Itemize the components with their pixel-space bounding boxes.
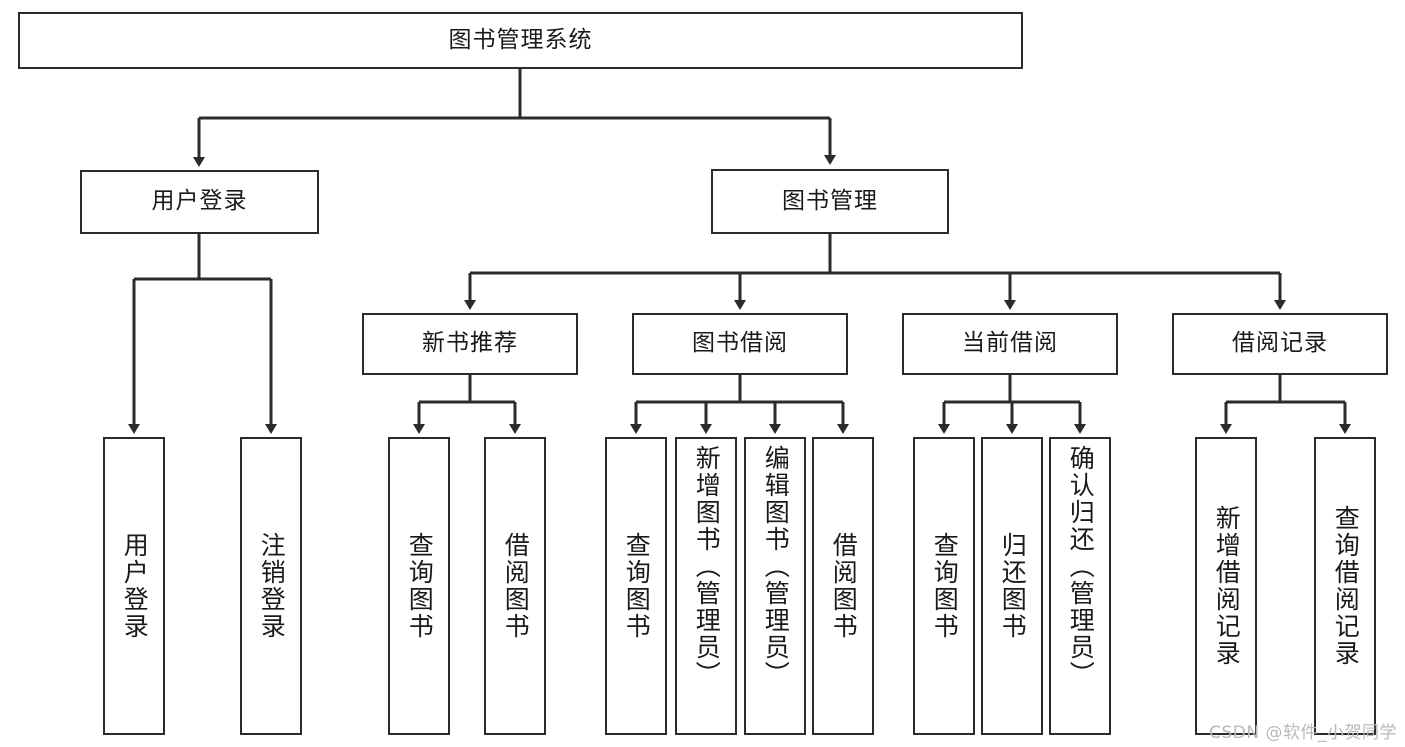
leaf-user-login[interactable]: 用户登录 [103,437,165,735]
node-label: 查询图书 [405,532,435,640]
node-label: 确认归还（管理员） [1066,445,1096,688]
node-book-borrow[interactable]: 图书借阅 [632,313,848,375]
node-label: 图书借阅 [692,330,788,357]
leaf-return-book[interactable]: 归还图书 [981,437,1043,735]
leaf-confirm-return[interactable]: 确认归还（管理员） [1049,437,1111,735]
node-label: 当前借阅 [962,330,1058,357]
node-label: 借阅记录 [1232,330,1328,357]
leaf-edit-book[interactable]: 编辑图书（管理员） [744,437,806,735]
node-book-management-system[interactable]: 图书管理系统 [18,12,1023,69]
node-book-manage[interactable]: 图书管理 [711,169,949,234]
node-user-login[interactable]: 用户登录 [80,170,319,234]
leaf-logout-login[interactable]: 注销登录 [240,437,302,735]
csdn-watermark: CSDN @软件_小贺同学 [1209,723,1397,743]
leaf-borrow-book[interactable]: 借阅图书 [812,437,874,735]
node-label: 借阅图书 [501,532,531,640]
node-label: 归还图书 [998,532,1028,640]
node-label: 编辑图书（管理员） [761,445,791,688]
node-label: 图书管理系统 [448,26,593,53]
leaf-query-book-borrow[interactable]: 查询图书 [605,437,667,735]
leaf-add-book[interactable]: 新增图书（管理员） [675,437,737,735]
node-label: 查询图书 [622,532,652,640]
node-borrow-record[interactable]: 借阅记录 [1172,313,1388,375]
leaf-borrow-book-recommend[interactable]: 借阅图书 [484,437,546,735]
node-label: 图书管理 [782,187,878,214]
node-label: 查询借阅记录 [1331,505,1361,667]
node-label: 用户登录 [151,188,248,215]
node-label: 注销登录 [257,532,287,640]
leaf-query-book-recommend[interactable]: 查询图书 [388,437,450,735]
node-label: 借阅图书 [829,532,859,640]
leaf-query-borrow-record[interactable]: 查询借阅记录 [1314,437,1376,735]
node-current-borrow[interactable]: 当前借阅 [902,313,1118,375]
leaf-add-borrow-record[interactable]: 新增借阅记录 [1195,437,1257,735]
node-label: 用户登录 [120,532,150,640]
leaf-query-book-current[interactable]: 查询图书 [913,437,975,735]
node-label: 查询图书 [930,532,960,640]
node-label: 新书推荐 [422,330,518,357]
node-new-book-recommend[interactable]: 新书推荐 [362,313,578,375]
node-label: 新增图书（管理员） [692,445,722,688]
node-label: 新增借阅记录 [1212,505,1242,667]
